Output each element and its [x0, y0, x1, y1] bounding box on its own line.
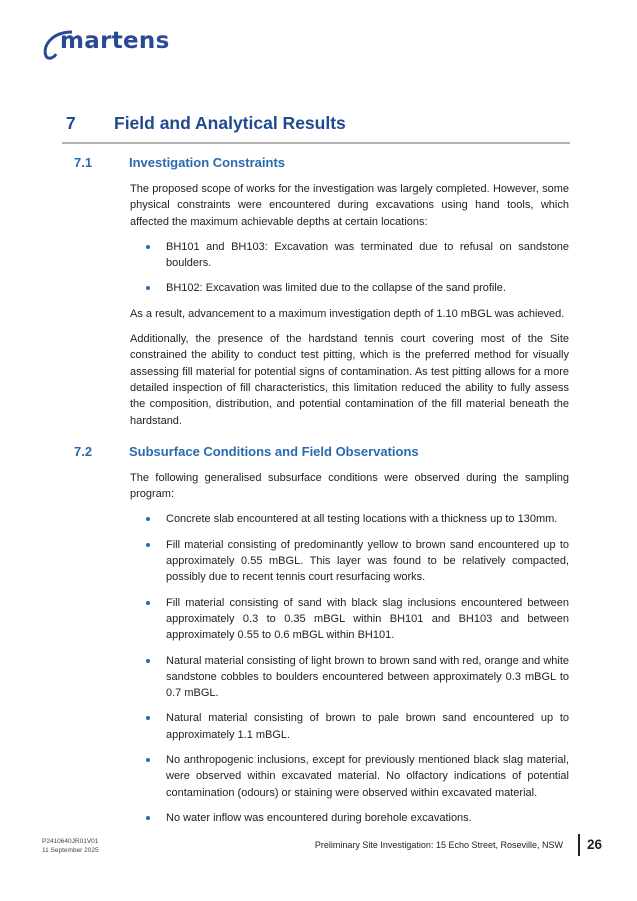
bullet-item: BH102: Excavation was limited due to the… — [146, 280, 569, 296]
page-number: 26 — [587, 837, 603, 852]
section-title: Field and Analytical Results — [114, 113, 346, 133]
bullet-icon — [146, 658, 150, 663]
martens-logo: martens — [42, 24, 169, 64]
subsection-heading-7-2: 7.2 Subsurface Conditions and Field Obser… — [74, 443, 570, 461]
subsection-title: Subsurface Conditions and Field Observat… — [129, 443, 419, 459]
bullet-text: Natural material consisting of brown to … — [166, 712, 569, 741]
bullet-item: Fill material consisting of predominantl… — [146, 537, 569, 586]
bullet-item: No anthropogenic inclusions, except for … — [146, 752, 569, 801]
subsection-heading-7-1: 7.1 Investigation Constraints — [74, 154, 570, 172]
paragraph: The following generalised subsurface con… — [130, 471, 569, 501]
bullet-text: Fill material consisting of sand with bl… — [166, 596, 569, 642]
paragraph: As a result, advancement to a maximum in… — [130, 307, 565, 320]
bullet-item: Natural material consisting of light bro… — [146, 653, 569, 702]
subsection-title: Investigation Constraints — [129, 155, 286, 170]
footer-title: Preliminary Site Investigation: 15 Echo … — [314, 840, 563, 850]
bullet-icon — [146, 600, 150, 605]
bullet-item: BH101 and BH103: Excavation was terminat… — [146, 239, 569, 272]
footer-divider — [578, 834, 580, 856]
footer-date: 11 September 2025 — [42, 847, 99, 854]
bullet-item: Concrete slab encountered at all testing… — [146, 511, 569, 527]
paragraph: The proposed scope of works for the inve… — [130, 183, 569, 228]
bullet-item: Natural material consisting of brown to … — [146, 710, 569, 743]
bullet-text: BH102: Excavation was limited due to the… — [166, 282, 506, 295]
bullet-text: Fill material consisting of predominantl… — [166, 538, 569, 584]
logo-text: martens — [60, 28, 170, 54]
subsection-number: 7.2 — [74, 443, 93, 459]
bullet-item: Fill material consisting of sand with bl… — [146, 595, 569, 644]
bullet-icon — [146, 758, 150, 763]
bullet-text: Concrete slab encountered at all testing… — [166, 513, 558, 526]
footer-meta: P2410640JR01V01 11 September 2025 — [42, 837, 99, 855]
section-heading: 7 Field and Analytical Results — [62, 112, 570, 144]
bullet-icon — [146, 716, 150, 721]
bullet-icon — [146, 815, 150, 820]
subsection-number: 7.1 — [74, 155, 93, 170]
bullet-icon — [146, 517, 150, 522]
page-content: 7 Field and Analytical Results 7.1 Investi… — [62, 112, 570, 835]
bullet-icon — [146, 542, 150, 547]
bullet-item: No water inflow was encountered during b… — [146, 810, 569, 826]
bullet-text: Natural material consisting of light bro… — [166, 654, 569, 700]
bullet-icon — [146, 286, 150, 291]
bullet-text: BH101 and BH103: Excavation was terminat… — [166, 240, 569, 270]
bullet-icon — [146, 244, 150, 249]
logo-swoosh-icon — [43, 30, 73, 60]
bullet-text: No anthropogenic inclusions, except for … — [166, 754, 569, 799]
bullet-text: No water inflow was encountered during b… — [166, 811, 472, 824]
section-number: 7 — [66, 113, 76, 133]
paragraph: Additionally, the presence of the hardst… — [130, 333, 569, 427]
footer-ref: P2410640JR01V01 — [42, 838, 99, 845]
